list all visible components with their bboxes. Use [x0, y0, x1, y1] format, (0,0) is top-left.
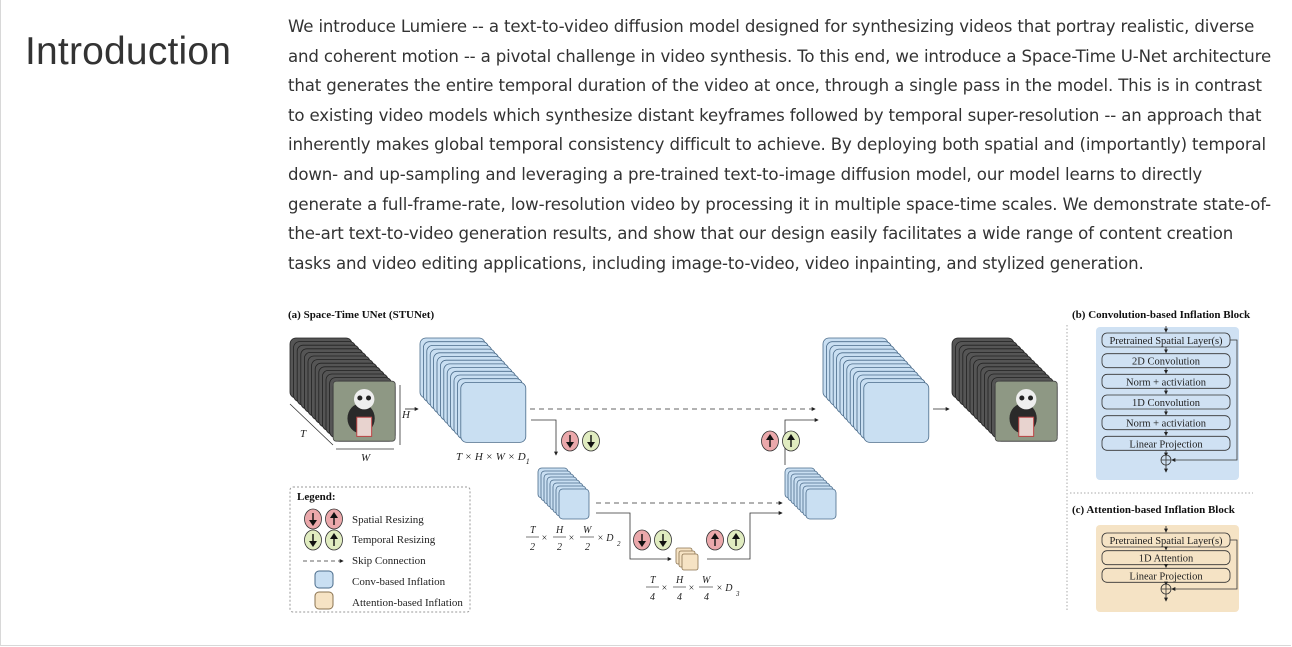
t-dimension-arrow [289, 403, 334, 446]
level1-dims: T × H × W × D1 [456, 451, 530, 466]
legend-box [289, 486, 471, 613]
panel-c-title: (c) Attention-based Inflation Block [1072, 504, 1236, 516]
svg-text:2: 2 [530, 542, 535, 553]
svg-text:4: 4 [677, 592, 682, 603]
svg-text:H: H [555, 525, 564, 536]
legend-conv-swatch [314, 570, 334, 589]
legend-attn-swatch [314, 591, 334, 610]
temporal-upsample-icon [782, 430, 800, 452]
svg-text:W: W [583, 525, 593, 536]
bottleneck-stack [675, 547, 699, 571]
up-path-2 [707, 511, 783, 560]
down-path-1 [531, 419, 558, 456]
decoder-level1-stack [822, 337, 930, 443]
encoder-level2-stack [537, 467, 590, 520]
spatial-upsample-icon [706, 529, 724, 551]
legend-spatial-up-icon [325, 508, 343, 530]
svg-text:3: 3 [735, 590, 740, 598]
legend-spatial: Spatial Resizing [352, 514, 424, 526]
spatial-upsample-icon [761, 430, 779, 452]
dim-h-label: H [401, 409, 411, 421]
frame [863, 381, 930, 443]
svg-text:H: H [675, 575, 684, 586]
legend-title: Legend: [297, 491, 336, 503]
conv-block-layers: Pretrained Spatial Layer(s) 2D Convolutio… [1101, 326, 1238, 473]
svg-text:× D: × D [597, 533, 614, 544]
block-layer-label: Norm + activiation [1126, 419, 1207, 430]
temporal-downsample-icon [654, 529, 672, 551]
legend-attn: Attention-based Inflation [352, 597, 463, 609]
svg-text:2: 2 [557, 542, 562, 553]
block-layer-label: Norm + activiation [1126, 377, 1207, 388]
block-layer-label: 1D Convolution [1132, 398, 1201, 409]
legend-temporal: Temporal Resizing [352, 534, 436, 546]
svg-text:T: T [650, 575, 657, 586]
block-layer-label: Linear Projection [1129, 571, 1203, 582]
frame [558, 488, 590, 520]
block-layer-label: Linear Projection [1129, 439, 1203, 450]
attn-block-layers: Pretrained Spatial Layer(s) 1D AttentionL… [1101, 526, 1238, 602]
block-layer-label: Pretrained Spatial Layer(s) [1109, 336, 1223, 347]
resizing-ops [561, 430, 800, 551]
input-video-stack [289, 337, 396, 442]
output-video-stack [951, 337, 1058, 442]
temporal-downsample-icon [582, 430, 600, 452]
frame [805, 488, 837, 520]
svg-text:×: × [661, 583, 668, 594]
panda-image [332, 380, 396, 442]
intro-paragraph: We introduce Lumiere -- a text-to-video … [288, 17, 1272, 273]
decoder-level2-stack [784, 467, 837, 520]
svg-text:×: × [541, 533, 548, 544]
svg-text:2: 2 [585, 542, 590, 553]
legend-icons [303, 508, 344, 610]
legend-conv: Conv-based Inflation [352, 576, 446, 588]
spatial-downsample-icon [561, 430, 579, 452]
connections [530, 407, 950, 561]
spatial-downsample-icon [633, 529, 651, 551]
residual-connection [1171, 539, 1238, 591]
svg-text:W: W [702, 575, 712, 586]
legend-skip: Skip Connection [352, 555, 426, 567]
encoder-level1-stack [419, 337, 527, 443]
frame [460, 381, 527, 443]
legend-temporal-down-icon [304, 529, 322, 551]
panel-a-title: (a) Space-Time UNet (STUNet) [288, 309, 434, 321]
feature-stacks [289, 337, 1058, 571]
block-layer-label: 2D Convolution [1132, 357, 1201, 368]
section-title: Introduction [25, 30, 232, 73]
svg-text:4: 4 [650, 592, 655, 603]
panel-b-title: (b) Convolution-based Inflation Block [1072, 309, 1251, 321]
residual-connection [1171, 339, 1238, 462]
svg-text:×: × [688, 583, 695, 594]
block-layer-label: Pretrained Spatial Layer(s) [1109, 536, 1223, 547]
svg-text:× D: × D [716, 583, 733, 594]
block-layer-label: 1D Attention [1139, 554, 1194, 565]
down-path-2 [596, 512, 672, 561]
frame [681, 553, 699, 571]
up-path-1 [784, 418, 819, 465]
temporal-upsample-icon [727, 529, 745, 551]
dim-t-label: T [300, 428, 307, 440]
legend-temporal-up-icon [325, 529, 343, 551]
panda-image [994, 380, 1058, 442]
svg-text:×: × [568, 533, 575, 544]
svg-text:4: 4 [704, 592, 709, 603]
legend-spatial-down-icon [304, 508, 322, 530]
svg-text:T: T [530, 525, 537, 536]
svg-text:2: 2 [617, 540, 621, 548]
dim-w-label: W [361, 452, 371, 464]
